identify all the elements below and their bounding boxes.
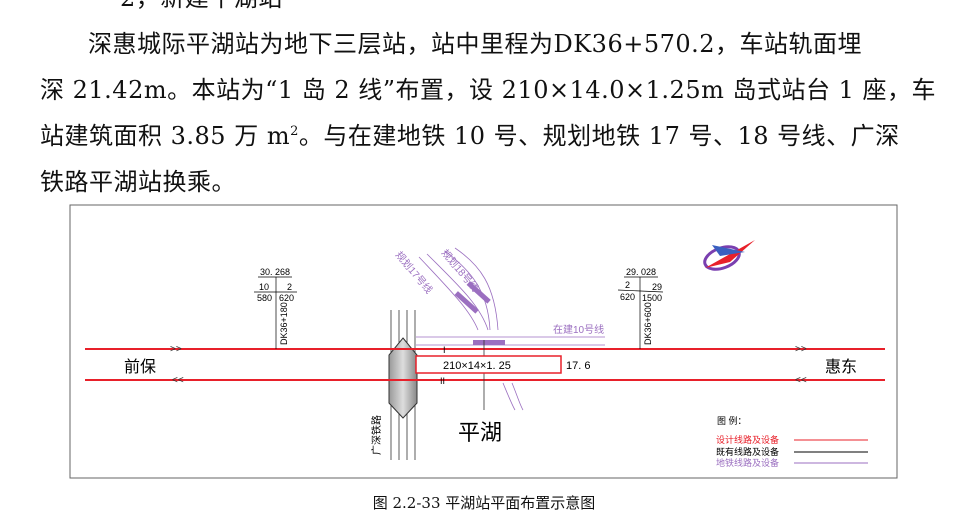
legend-metro: 地铁线路及设备 (716, 457, 779, 468)
right-mileage-marker: 29. 028 2 29 620 1500 DK36+600 (617, 267, 664, 349)
length: 620 (279, 293, 294, 303)
length: 1500 (642, 293, 662, 303)
grade: 2 (287, 282, 292, 292)
west-station: 前保 (124, 358, 156, 376)
elevation: 29. 028 (626, 267, 656, 277)
guangshen-label: 广深铁路 (370, 415, 383, 455)
logo-icon (703, 240, 755, 271)
svg-text:<<: << (172, 375, 184, 386)
length: 620 (620, 292, 635, 302)
left-mileage-marker: 30. 268 10 2 580 620 DK36+180 (254, 267, 297, 349)
grade: 29 (652, 282, 662, 292)
paragraph-line: 深 21.42m。本站为“1 岛 2 线”布置，设 210×14.0×1.25m… (40, 76, 937, 104)
track-1-label: I (443, 345, 446, 355)
mileage: DK36+180 (279, 302, 289, 345)
line18-label: 规划18号线 (439, 247, 482, 295)
track-arrows: >> << >> << (170, 344, 807, 386)
grade: 2 (625, 280, 630, 290)
station-name: 平湖 (458, 420, 502, 445)
railway-station-block (388, 337, 418, 419)
section-heading: 2，新建平湖站 (120, 0, 283, 13)
text: 。与在建地铁 10 号、规划地铁 17 号、18 号线、广深 (298, 122, 900, 150)
platform-size: 210×14×1. 25 (443, 360, 511, 372)
paragraph-line: 铁路平湖站换乘。 (40, 168, 236, 196)
paragraph-line: 站建筑面积 3.85 万 m2。与在建地铁 10 号、规划地铁 17 号、18 … (40, 116, 900, 151)
track-2-label: II (440, 376, 445, 386)
elevation: 30. 268 (260, 267, 290, 277)
metro-lines (416, 247, 605, 411)
superscript: 2 (290, 124, 299, 139)
legend-title: 图 例： (717, 415, 747, 426)
design-tracks (85, 348, 885, 381)
figure-frame (69, 204, 898, 479)
metro-platforms (454, 281, 505, 345)
paragraph-line: 深惠城际平湖站为地下三层站，站中里程为DK36+570.2，车站轨面埋 (88, 30, 863, 58)
line10-label: 在建10号线 (553, 323, 604, 336)
figure-caption: 图 2.2-33 平湖站平面布置示意图 (372, 494, 596, 512)
svg-text:<<: << (795, 375, 807, 386)
mileage: DK36+600 (643, 302, 653, 345)
legend-design: 设计线路及设备 (716, 434, 779, 445)
svg-text:>>: >> (795, 344, 807, 355)
island-platform (415, 355, 562, 374)
svg-text:>>: >> (170, 344, 182, 355)
east-station: 惠东 (825, 358, 857, 376)
platform-depth: 17. 6 (566, 360, 590, 372)
text: 站建筑面积 3.85 万 m (40, 122, 291, 150)
length: 580 (257, 293, 272, 303)
grade: 10 (259, 282, 269, 292)
legend-existing: 既有线路及设备 (716, 446, 779, 457)
legend: 图 例： 设计线路及设备 既有线路及设备 地铁线路及设备 (716, 415, 868, 468)
